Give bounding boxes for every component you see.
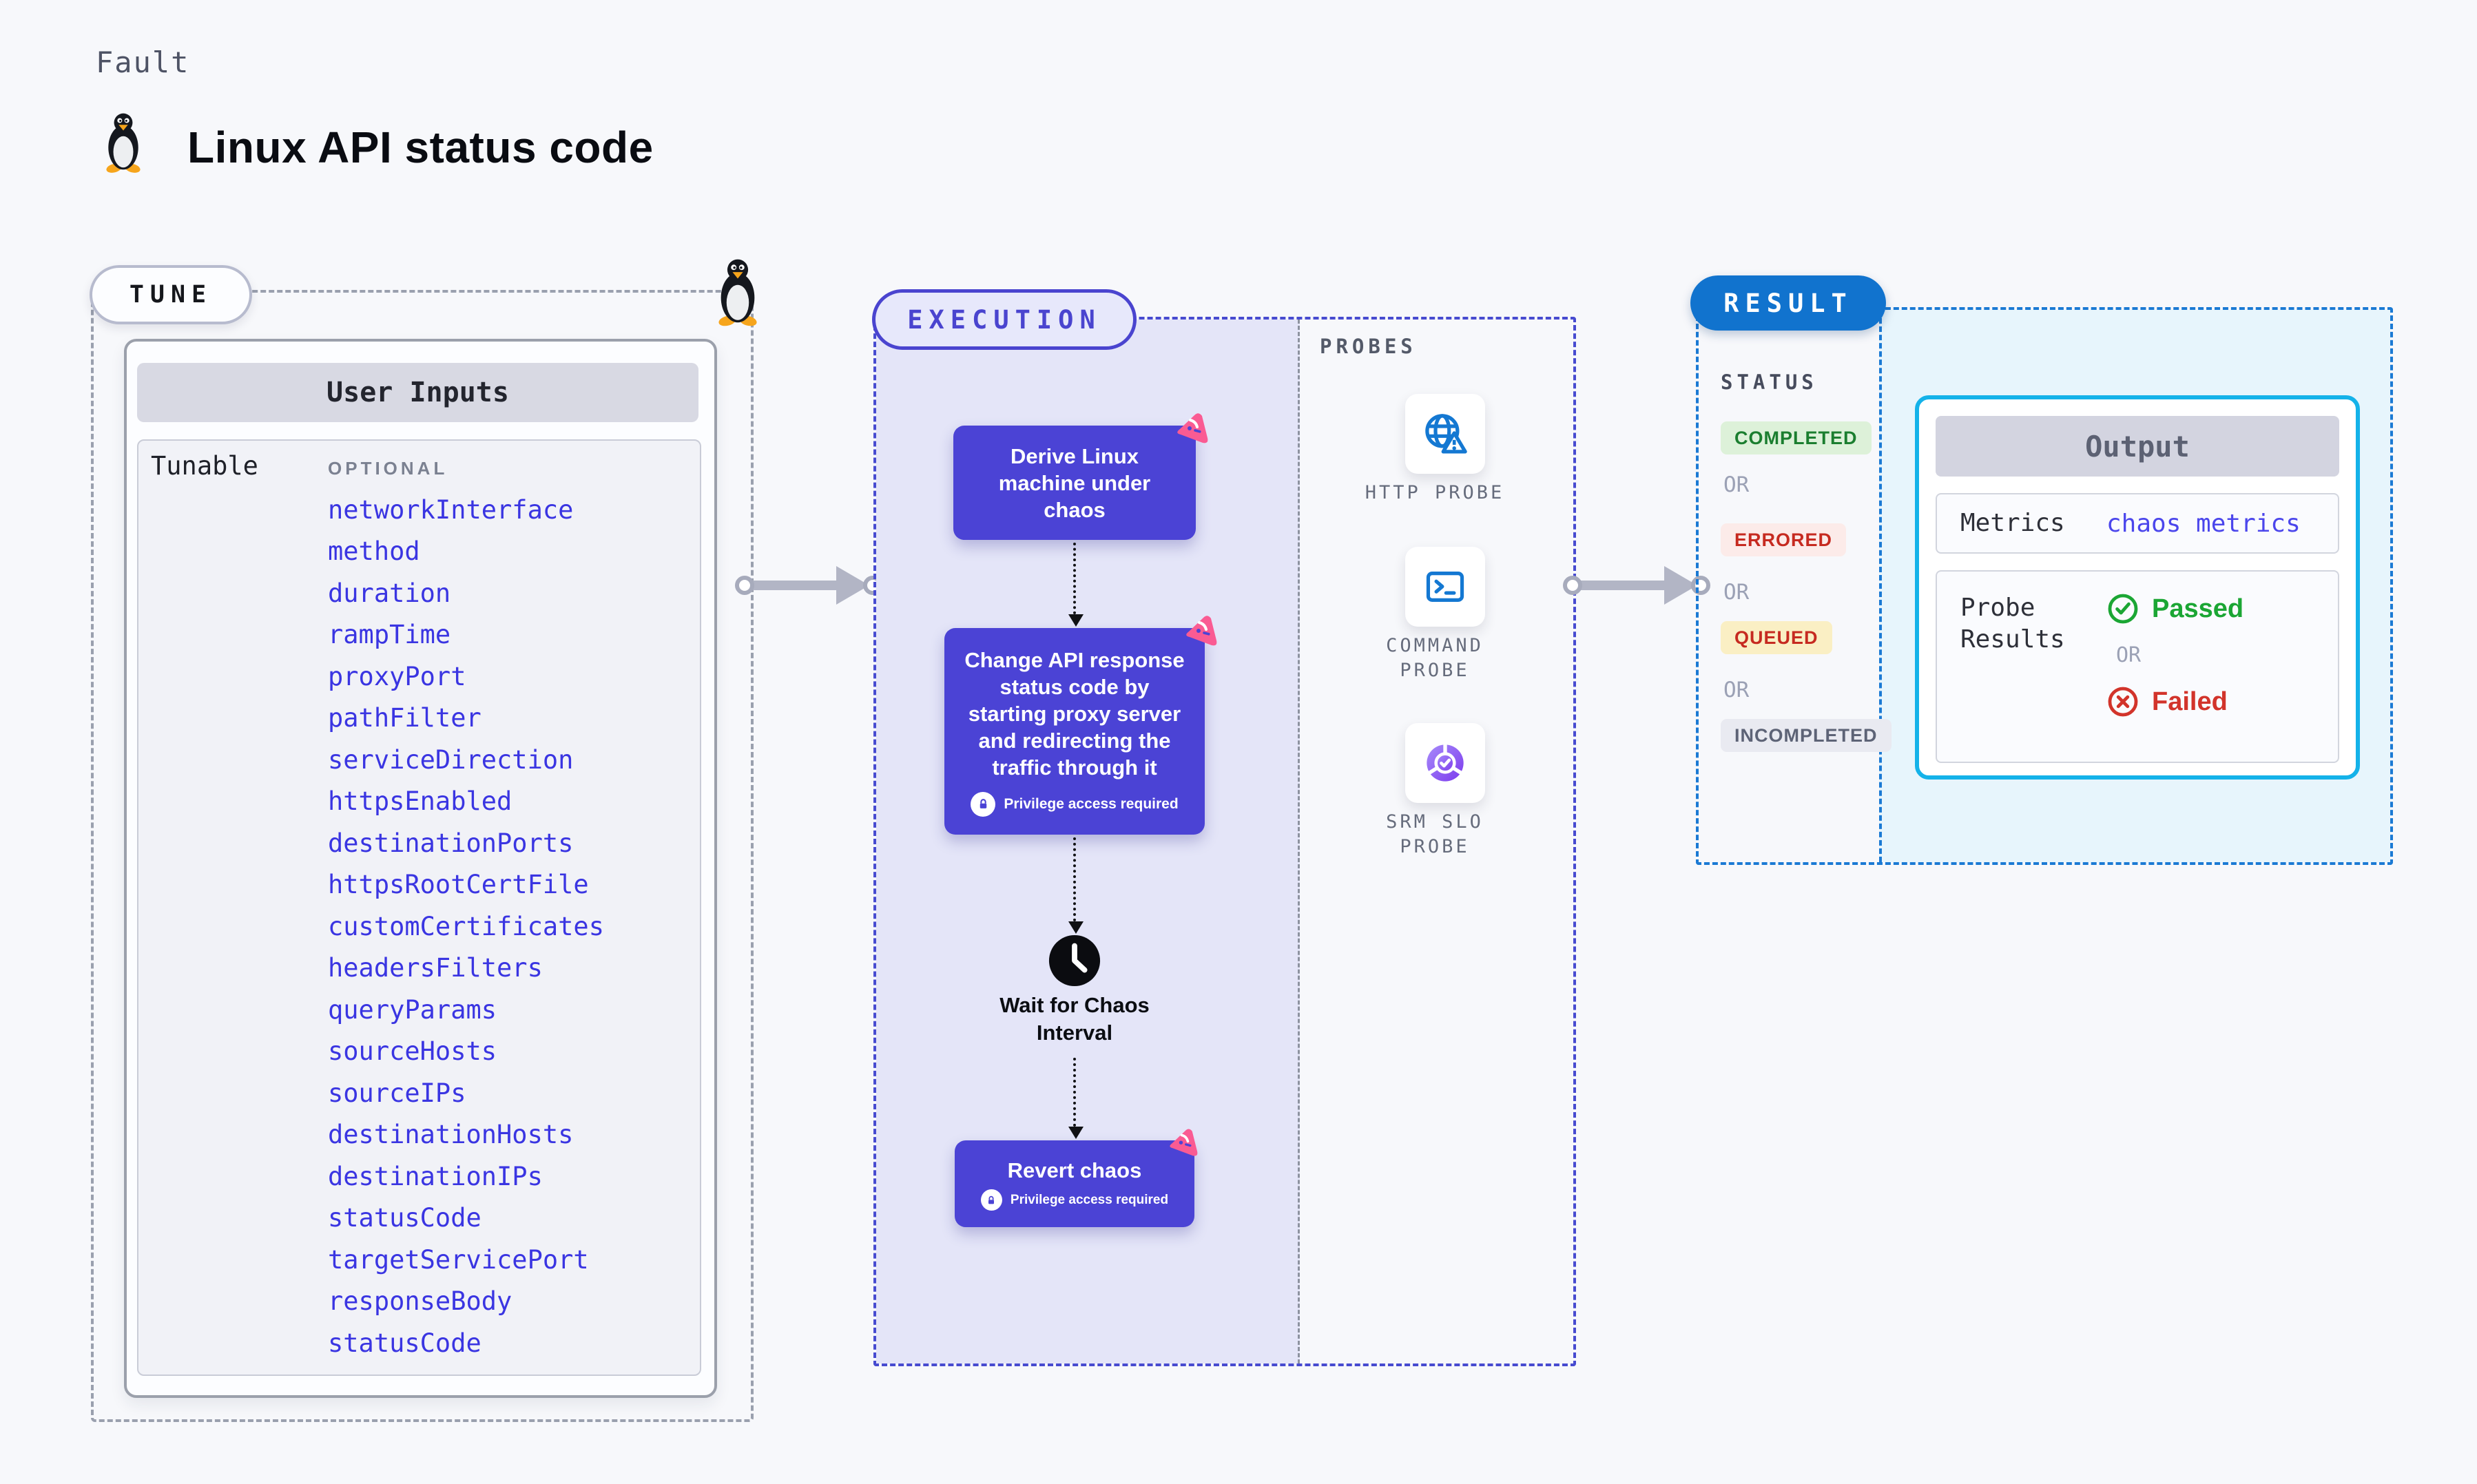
tux-penguin-corner-icon [718, 259, 757, 326]
step-change-status-code: Change API response status code by start… [944, 628, 1205, 835]
probe-result-passed: Passed [2106, 592, 2243, 625]
x-circle-icon [2108, 687, 2138, 717]
tunable-link[interactable]: duration [328, 578, 451, 608]
srm-slo-probe-icon [1427, 744, 1464, 782]
tunable-link[interactable]: targetServicePort [328, 1244, 589, 1275]
tune-container [91, 290, 754, 1422]
tunable-link[interactable]: rampTime [328, 620, 451, 649]
status-badge-incompleted: INCOMPLETED [1721, 719, 1892, 752]
tunable-row-label: Tunable [151, 451, 258, 481]
lock-icon [980, 1189, 1002, 1211]
status-badge-completed: COMPLETED [1721, 421, 1872, 454]
result-pill: RESULT [1690, 275, 1886, 331]
srm-slo-probe-label: SRM SLO PROBE [1386, 811, 1484, 857]
flow-arrowhead [1068, 614, 1084, 627]
tunable-link[interactable]: destinationIPs [328, 1161, 543, 1191]
command-probe-icon [1426, 572, 1464, 602]
tunable-link[interactable]: queryParams [328, 994, 497, 1025]
probe-result-failed: Failed [2106, 685, 2243, 718]
flow-arrowhead [1068, 921, 1084, 934]
step-revert-chaos-text: Revert chaos [1007, 1158, 1142, 1182]
flow-arrowhead [1068, 1127, 1084, 1139]
status-badge-errored: ERRORED [1721, 523, 1847, 556]
tunable-link[interactable]: headersFilters [328, 953, 543, 983]
flow-arrow [1073, 837, 1076, 921]
status-section-label: STATUS [1721, 370, 1818, 394]
probe-results-row: Probe Results Passed OR Failed [1936, 570, 2339, 763]
tunable-link[interactable]: httpsRootCertFile [328, 870, 589, 899]
tunables-panel [137, 439, 701, 1376]
probe-results-label: Probe Results [1960, 594, 2065, 654]
tunable-link[interactable]: method [328, 536, 420, 566]
privilege-label: Privilege access required [1004, 795, 1179, 812]
tunable-link[interactable]: statusCode [328, 1203, 481, 1233]
privilege-row: Privilege access required [980, 1189, 1169, 1211]
probes-to-result-arrow [1563, 566, 1710, 605]
output-card: Output Metrics chaos metrics Probe Resul… [1915, 395, 2360, 780]
or-separator: OR [1723, 678, 1750, 702]
probes-section-label: PROBES [1320, 335, 1417, 358]
http-probe-card [1405, 394, 1485, 474]
metrics-label: Metrics [1960, 509, 2065, 537]
command-probe-card [1405, 547, 1485, 627]
litmus-logo-icon [1177, 413, 1208, 443]
tunable-link[interactable]: serviceDirection [328, 744, 574, 775]
page-title: Linux API status code [187, 123, 654, 172]
status-badge-queued: QUEUED [1721, 621, 1832, 654]
http-probe-label: HTTP PROBE [1365, 482, 1505, 503]
metrics-row: Metrics chaos metrics [1936, 493, 2339, 554]
probe-results-values: Passed OR Failed [2106, 592, 2243, 718]
tunable-link[interactable]: destinationPorts [328, 828, 574, 858]
step-derive-machine: Derive Linux machine under chaos [953, 426, 1196, 540]
user-inputs-header: User Inputs [137, 363, 698, 422]
step-revert-chaos: Revert chaos Privilege access required [955, 1140, 1194, 1227]
tunable-link[interactable]: sourceIPs [328, 1078, 466, 1108]
litmus-logo-icon [1170, 1129, 1198, 1156]
tunable-link[interactable]: destinationHosts [328, 1120, 574, 1149]
or-separator: OR [1723, 580, 1750, 605]
tunable-link[interactable]: networkInterface [328, 494, 574, 525]
or-separator: OR [1723, 472, 1750, 497]
wait-for-chaos-label: Wait for Chaos Interval [999, 993, 1150, 1045]
or-separator: OR [2116, 643, 2142, 667]
privilege-row: Privilege access required [971, 791, 1179, 817]
step-derive-machine-text: Derive Linux machine under chaos [998, 443, 1151, 522]
execution-pill: EXECUTION [872, 289, 1137, 350]
tux-penguin-icon [106, 113, 141, 173]
clock-icon [1048, 934, 1101, 987]
tunables-list: OPTIONAL networkInterface method duratio… [328, 448, 700, 1364]
step-change-status-code-text: Change API response status code by start… [964, 647, 1185, 780]
tunable-link[interactable]: sourceHosts [328, 1036, 497, 1066]
lock-icon [971, 791, 996, 817]
output-header: Output [1936, 416, 2339, 477]
privilege-label: Privilege access required [1010, 1192, 1169, 1207]
litmus-logo-icon [1186, 616, 1217, 646]
check-circle-icon [2108, 594, 2138, 624]
tunable-link[interactable]: httpsEnabled [328, 786, 512, 816]
chaos-metrics-link[interactable]: chaos metrics [2106, 509, 2301, 538]
tunable-link[interactable]: proxyPort [328, 661, 466, 691]
flow-arrow [1073, 1058, 1076, 1127]
srm-slo-probe-card [1405, 723, 1485, 803]
fault-kicker: Fault [96, 45, 190, 79]
tunable-link[interactable]: customCertificates [328, 911, 604, 941]
tune-to-execution-arrow [735, 566, 882, 605]
command-probe-label: COMMAND PROBE [1386, 635, 1484, 681]
optional-column-label: OPTIONAL [328, 458, 448, 479]
http-probe-icon [1425, 414, 1467, 454]
tunable-link[interactable]: statusCode [328, 1328, 481, 1358]
tunable-link[interactable]: responseBody [328, 1286, 512, 1316]
tune-pill: TUNE [90, 265, 252, 324]
tunable-link[interactable]: pathFilter [328, 703, 481, 733]
flow-arrow [1073, 543, 1076, 614]
